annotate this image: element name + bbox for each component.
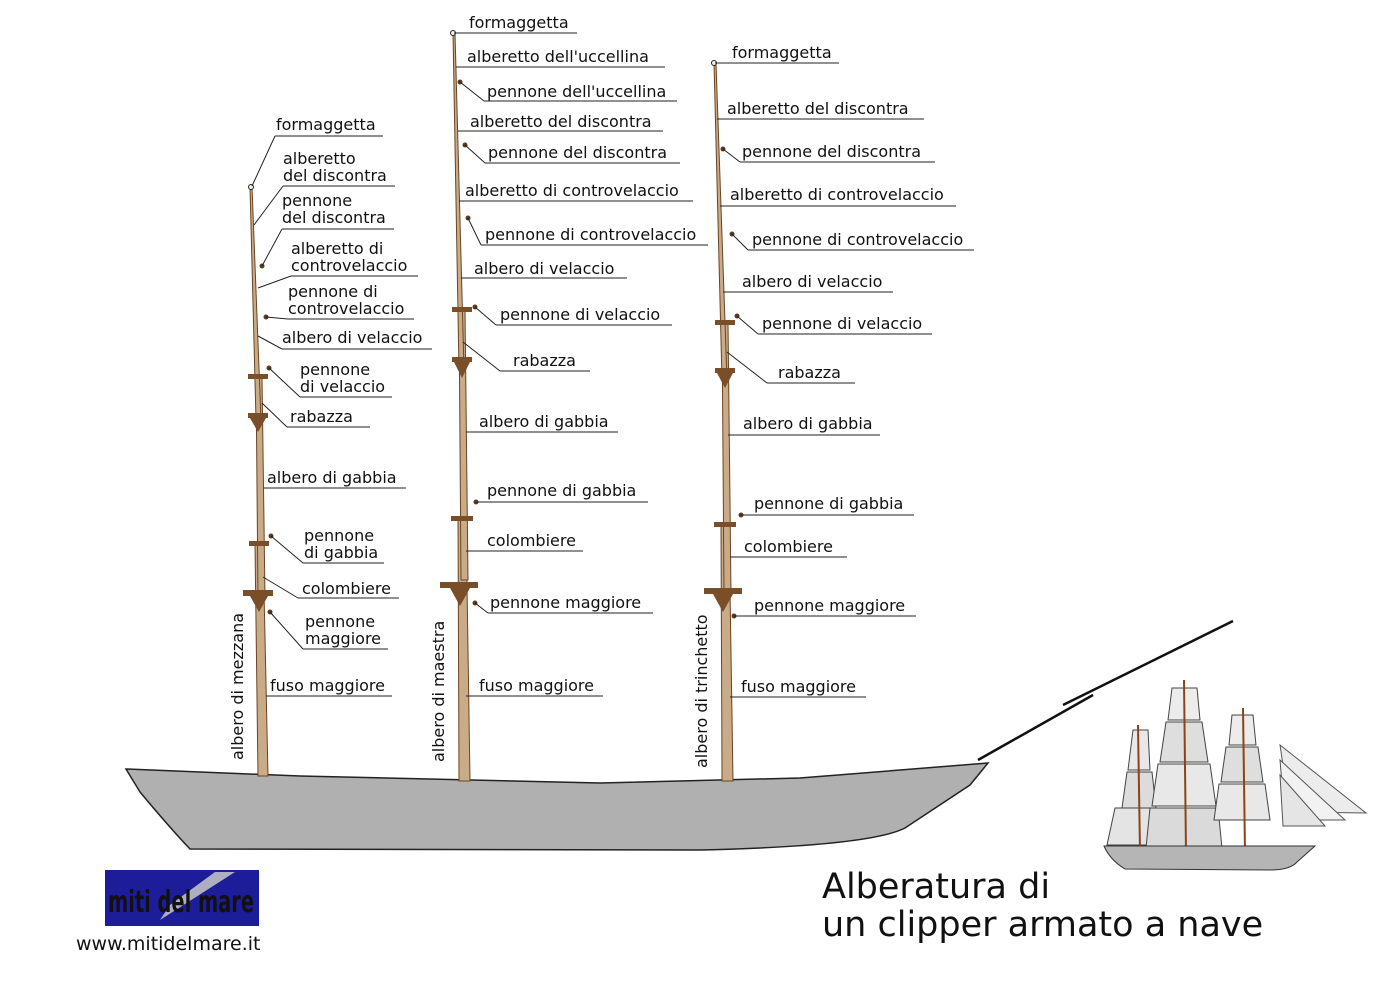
diagram-title-line1: Alberatura di [822,867,1050,907]
label-pennone-velaccio-2: di velaccio [300,377,385,396]
label-formaggetta: formaggetta [469,13,569,32]
mast-trinchetto: albero di trinchetto [692,60,742,782]
label-alberetto-discontra: alberetto del discontra [470,112,652,131]
mast-name: albero di mezzana [228,613,247,760]
label-albero-gabbia: albero di gabbia [267,468,397,487]
bowsprit [977,693,1094,762]
label-colombiere: colombiere [302,579,391,598]
label-pennone-gabbia: pennone di gabbia [754,494,903,513]
label-pennone-discontra-1: pennone [282,191,352,210]
label-pennone-gabbia: pennone di gabbia [487,481,636,500]
label-fuso-maggiore: fuso maggiore [270,676,385,695]
label-formaggetta: formaggetta [276,115,376,134]
logo-swoosh [160,872,235,920]
mast-mezzana: albero di mezzana [228,184,273,777]
labels-maestra: formaggetta alberetto dell'uccellina pen… [454,13,708,697]
labels-mezzana: formaggetta alberetto del discontra penn… [251,115,432,697]
label-albero-gabbia: albero di gabbia [743,414,873,433]
label-pennone-maggiore-2: maggiore [305,629,381,648]
label-pennone-velaccio: pennone di velaccio [762,314,922,333]
label-pennone-velaccio: pennone di velaccio [500,305,660,324]
jib-boom [1062,619,1234,707]
label-pennone-gabbia-2: di gabbia [304,543,378,562]
mast-name: albero di trinchetto [692,614,711,768]
label-alberetto-discontra: alberetto del discontra [727,99,909,118]
label-pennone-controvelaccio-1: pennone di [288,282,378,301]
label-albero-gabbia: albero di gabbia [479,412,609,431]
ship-hull [124,762,990,851]
website-url[interactable]: www.mitidelmare.it [76,933,260,955]
label-alberetto-controvelaccio: alberetto di controvelaccio [465,181,679,200]
label-pennone-discontra: pennone del discontra [488,143,667,162]
label-alberetto-controvelaccio: alberetto di controvelaccio [730,185,944,204]
label-alberetto-controvelaccio-1: alberetto di [291,239,383,258]
label-alberetto-discontra-2: del discontra [283,166,387,185]
label-pennone-maggiore-1: pennone [305,612,375,631]
label-alberetto-discontra-1: alberetto [283,149,356,168]
label-colombiere: colombiere [744,537,833,556]
label-alberetto-uccellina: alberetto dell'uccellina [467,47,649,66]
label-pennone-gabbia-1: pennone [304,526,374,545]
label-albero-velaccio: albero di velaccio [282,328,422,347]
label-pennone-velaccio-1: pennone [300,360,370,379]
label-albero-velaccio: albero di velaccio [742,272,882,291]
label-pennone-controvelaccio: pennone di controvelaccio [485,225,696,244]
label-pennone-maggiore: pennone maggiore [490,593,641,612]
label-fuso-maggiore: fuso maggiore [479,676,594,695]
label-rabazza: rabazza [290,407,353,426]
label-albero-velaccio: albero di velaccio [474,259,614,278]
label-pennone-discontra-2: del discontra [282,208,386,227]
labels-trinchetto: formaggetta alberetto del discontra penn… [715,43,974,698]
label-alberetto-controvelaccio-2: controvelaccio [291,256,407,275]
logo: miti del mare [105,870,259,926]
label-pennone-uccellina: pennone dell'uccellina [487,82,666,101]
label-pennone-controvelaccio-2: controvelaccio [288,299,404,318]
mast-name: albero di maestra [429,621,448,762]
label-pennone-maggiore: pennone maggiore [754,596,905,615]
diagram-title-line2: un clipper armato a nave [822,905,1263,945]
label-rabazza: rabazza [778,363,841,382]
logo-text: miti del mare [108,885,254,920]
label-formaggetta: formaggetta [732,43,832,62]
ship-thumbnail [1103,679,1368,871]
label-pennone-discontra: pennone del discontra [742,142,921,161]
label-colombiere: colombiere [487,531,576,550]
label-fuso-maggiore: fuso maggiore [741,677,856,696]
mast-maestra: albero di maestra [429,30,478,782]
label-rabazza: rabazza [513,351,576,370]
label-pennone-controvelaccio: pennone di controvelaccio [752,230,963,249]
